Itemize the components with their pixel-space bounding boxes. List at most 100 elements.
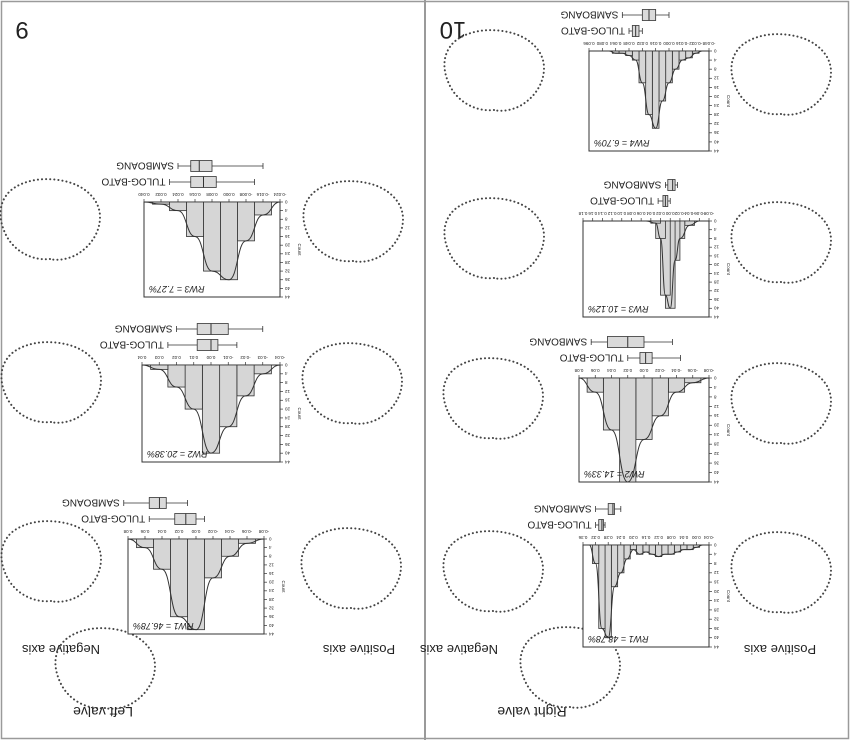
x-tick-label: 0.016 (650, 41, 662, 46)
y-tick-label: 32 (285, 268, 291, 273)
x-tick-label: 0.06 (636, 211, 645, 216)
x-tick-label: -0.032 (689, 41, 702, 46)
y-tick-label: 4 (714, 57, 717, 62)
shell-outline (730, 362, 833, 445)
y-tick-label: 16 (269, 571, 275, 576)
valve-label: Right valve (497, 704, 566, 720)
histogram-bar (629, 544, 637, 551)
histogram-chart: -0.040.000.040.080.120.160.200.240.280.3… (527, 503, 731, 650)
histogram-bar (678, 50, 687, 61)
x-tick-label: -0.06 (687, 368, 698, 373)
boxplot-box (607, 336, 645, 348)
y-tick-label: 44 (285, 294, 291, 299)
boxplot-group-label: TULOG-BATO (559, 352, 623, 363)
y-tick-label: 40 (714, 470, 720, 475)
x-tick-label: 0.04 (646, 211, 655, 216)
x-tick-label: 0.000 (223, 192, 235, 197)
y-tick-label: 36 (269, 614, 275, 619)
variance-annotation: RW2 = 20.38% (147, 449, 208, 459)
shell-outline (443, 29, 546, 112)
boxplot: SAMBOANG (62, 497, 188, 509)
y-tick-label: 32 (714, 121, 720, 126)
shell-outlines (0, 29, 833, 710)
y-tick-label: 12 (269, 562, 275, 567)
boxplot-group-label: TULOG-BATO (81, 513, 145, 524)
histogram-bar (220, 201, 238, 281)
x-tick-label: 0.14 (598, 211, 607, 216)
x-tick-label: 0.024 (172, 192, 184, 197)
x-tick-label: 0.02 (656, 211, 665, 216)
fit-curve (141, 364, 281, 454)
x-tick-label: 0.06 (140, 529, 149, 534)
histogram-bar (635, 377, 653, 440)
x-tick-label: 0.04 (157, 529, 166, 534)
x-tick-label: -0.03 (257, 355, 268, 360)
boxplot: TULOG-BATO (100, 339, 238, 351)
y-tick-label: 16 (285, 398, 291, 403)
boxplot: TULOG-BATO (561, 25, 643, 37)
y-tick-label: 12 (714, 404, 720, 409)
y-tick-label: 4 (285, 371, 288, 376)
histogram-bar (201, 364, 221, 454)
x-tick-label: 0.008 (206, 192, 218, 197)
x-tick-label: -0.04 (274, 355, 285, 360)
histogram-chart: -0.08-0.06-0.04-0.020.000.020.040.060.08… (578, 179, 731, 320)
x-tick-label: -0.04 (671, 368, 682, 373)
histogram-bar (661, 544, 669, 555)
fit-curve (645, 220, 700, 309)
fit-curve (143, 201, 281, 281)
boxplot-group-label: TULOG-BATO (527, 519, 591, 530)
shell-outline (519, 626, 622, 709)
x-tick-label: -0.02 (240, 355, 251, 360)
y-tick-label: 16 (714, 253, 720, 258)
histogram-bar (642, 544, 650, 553)
histogram-bar (136, 538, 154, 549)
histogram-chart: -0.08-0.06-0.04-0.020.000.020.040.060.08… (529, 336, 731, 485)
histogram-bar (655, 544, 663, 557)
x-tick-label: 0.032 (636, 41, 648, 46)
positive-axis-label: Positive axis (743, 642, 816, 657)
x-tick-label: 0.00 (206, 355, 215, 360)
x-tick-label: 0.16 (588, 211, 597, 216)
boxplot: TULOG-BATO (101, 176, 255, 188)
boxplot-group-label: TULOG-BATO (100, 339, 164, 350)
y-tick-label: 44 (269, 631, 275, 636)
x-tick-label: -0.016 (675, 41, 688, 46)
y-tick-label: 24 (714, 598, 720, 603)
y-tick-label: 12 (714, 76, 720, 81)
y-tick-label: 28 (285, 260, 291, 265)
boxplot: SAMBOANG (114, 323, 264, 335)
x-tick-label: 0.08 (123, 529, 132, 534)
boxplot-group-label: SAMBOANG (116, 160, 174, 171)
negative-axis-label: Negative axis (419, 642, 498, 657)
y-tick-label: 20 (285, 406, 291, 411)
y-tick-label: 40 (714, 635, 720, 640)
y-tick-label: 44 (285, 459, 291, 464)
x-tick-label: 0.28 (603, 535, 612, 540)
y-tick-label: 20 (714, 262, 720, 267)
fit-curve (127, 538, 265, 631)
x-tick-label: 0.03 (154, 355, 163, 360)
y-tick-label: 0 (714, 542, 717, 547)
y-tick-label: 0 (269, 536, 272, 541)
boxplot: SAMBOANG (116, 160, 264, 172)
y-tick-label: 20 (285, 243, 291, 248)
x-tick-label: 0.016 (189, 192, 201, 197)
x-tick-label: -0.02 (674, 211, 685, 216)
y-tick-label: 8 (714, 394, 717, 399)
x-tick-label: 0.00 (692, 535, 701, 540)
boxplot-group-label: TULOG-BATO (561, 25, 625, 36)
y-tick-label: 28 (714, 442, 720, 447)
x-tick-label: 0.32 (591, 535, 600, 540)
shell-outline (0, 341, 103, 424)
boxplot: TULOG-BATO (590, 195, 671, 207)
x-tick-label: 0.01 (189, 355, 198, 360)
x-tick-label: 0.24 (616, 535, 625, 540)
histogram-bar (586, 377, 604, 393)
y-tick-label: 4 (714, 385, 717, 390)
y-tick-label: 4 (269, 545, 272, 550)
valve-label: Left valve (73, 704, 133, 720)
panel-number: 10 (440, 16, 467, 43)
